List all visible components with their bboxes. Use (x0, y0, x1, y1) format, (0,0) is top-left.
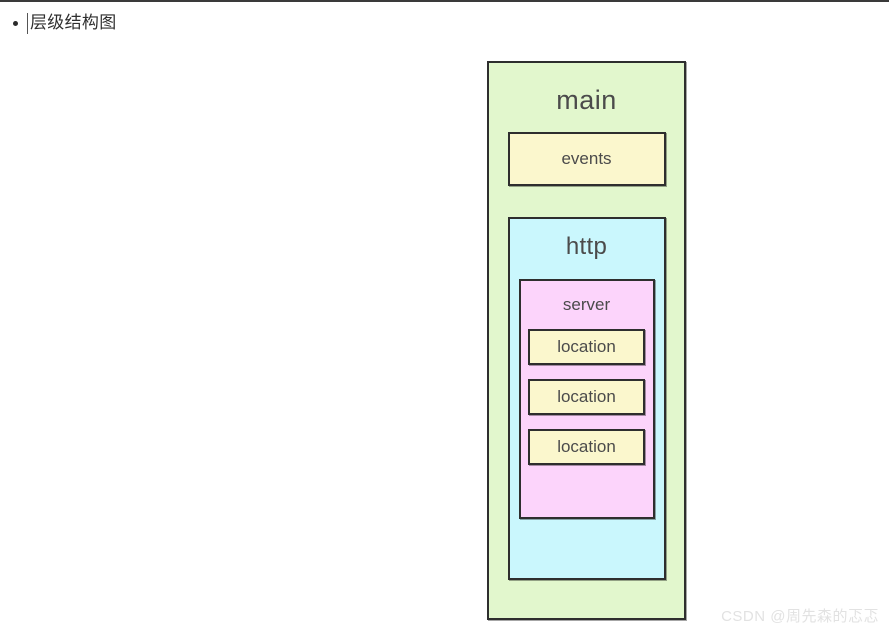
node-location: location (528, 379, 645, 415)
bullet-list-item[interactable]: 层级结构图 (0, 8, 117, 38)
node-location: location (528, 429, 645, 465)
node-location-label: location (557, 337, 616, 356)
bullet-item-label: 层级结构图 (30, 13, 117, 32)
node-events: events (507, 132, 666, 186)
node-main: main events http server location locatio… (487, 61, 686, 620)
node-location-label: location (557, 437, 616, 456)
node-server-label: server (562, 295, 611, 314)
node-http-label: http (565, 233, 608, 260)
node-main-label: main (556, 85, 617, 115)
node-events-label: events (561, 149, 612, 168)
node-server: server location location location (518, 279, 655, 519)
node-location: location (528, 329, 645, 365)
top-rule (0, 0, 889, 2)
hierarchy-diagram: main events http server location locatio… (487, 61, 686, 620)
bullet-marker-icon (13, 20, 18, 26)
node-http: http server location location location (507, 217, 666, 580)
watermark: CSDN @周先森的忑忑 (721, 608, 879, 625)
text-caret (27, 12, 28, 34)
node-location-label: location (557, 387, 616, 406)
